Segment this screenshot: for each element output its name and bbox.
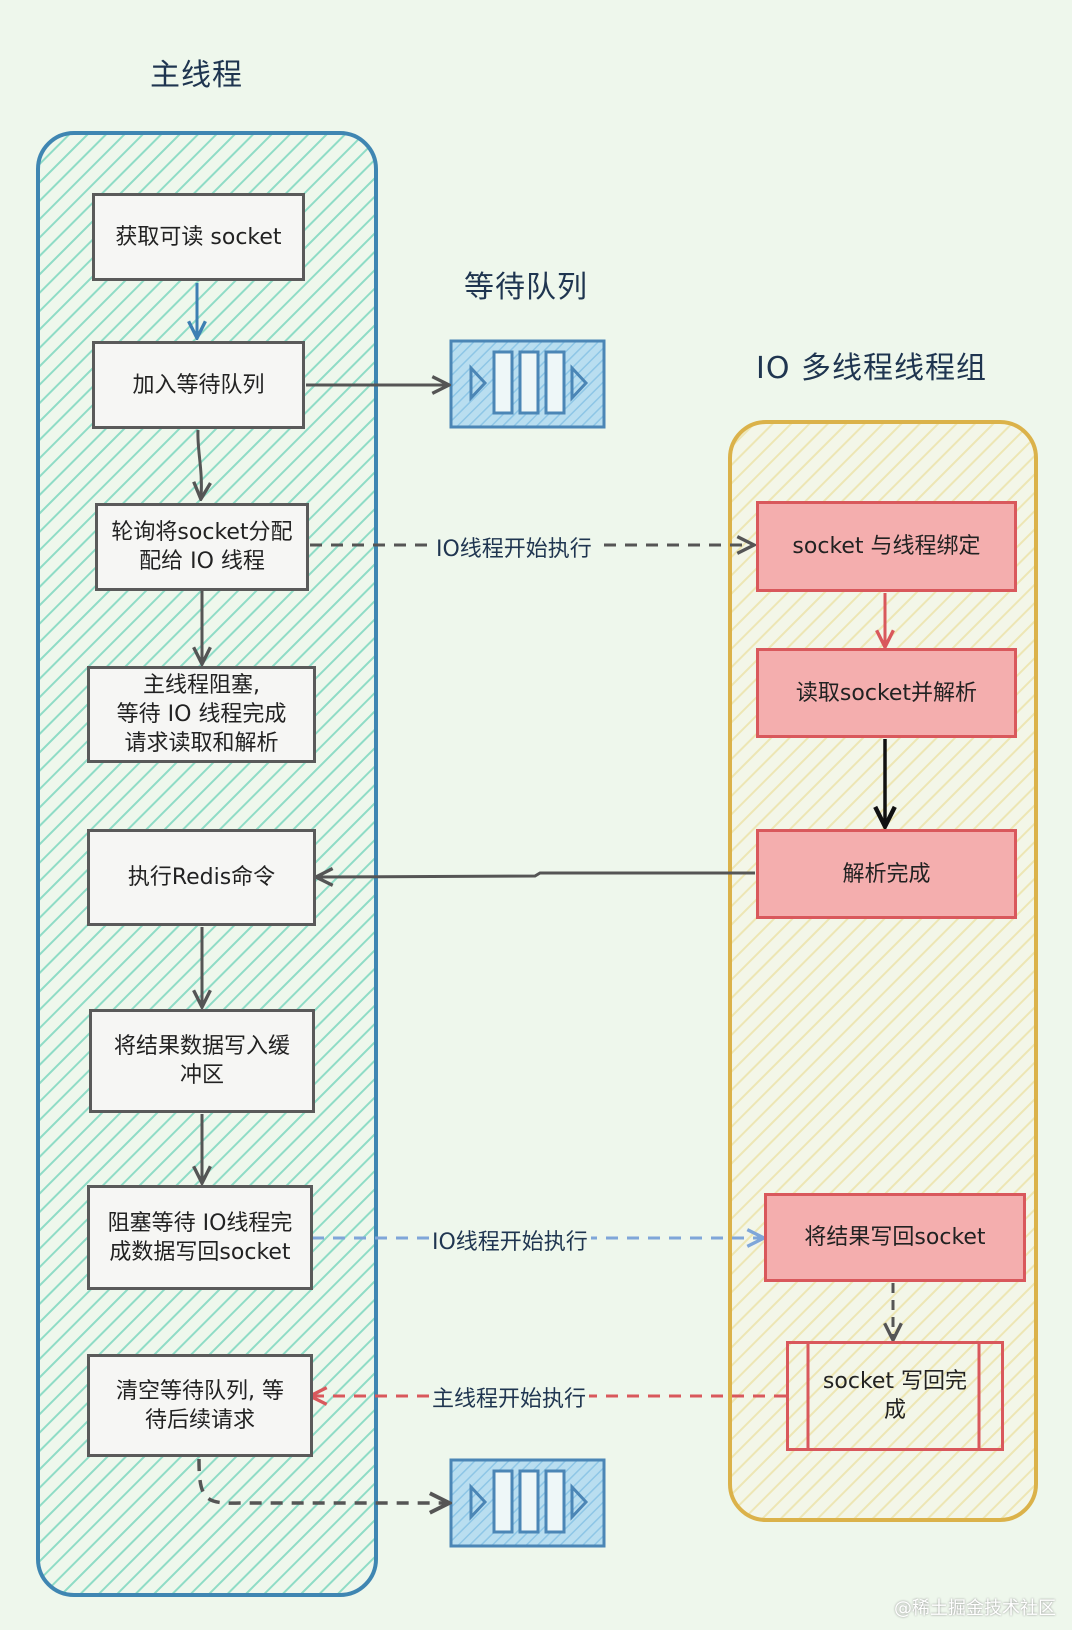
io-step-text: socket 写回完 [822, 1369, 968, 1394]
io-group-title: IO 多线程线程组 [756, 351, 987, 386]
main-step-text: 清空等待队列, 等 [116, 1378, 284, 1404]
main-step-text: 待后续请求 [144, 1407, 255, 1433]
io-step-read-parse: 读取socket并解析 [756, 648, 1017, 738]
arrow-clear-queue [197, 1458, 447, 1503]
io-step-write-back: 将结果写回socket [764, 1193, 1026, 1282]
main-step-text: 请求读取和解析 [124, 731, 279, 756]
main-step-text: 获取可读 socket [115, 224, 282, 250]
main-step-text: 冲区 [179, 1063, 224, 1088]
main-step-text: 执行Redis命令 [127, 865, 276, 890]
main-step-enqueue: 加入等待队列 [92, 341, 305, 429]
main-step-text: 加入等待队列 [132, 372, 265, 398]
io-step-text: socket 与线程绑定 [792, 534, 981, 559]
edge-label-io-start-write: IO线程开始执行 [429, 1230, 591, 1256]
edge-label-main-start: 主线程开始执行 [429, 1387, 590, 1413]
io-step-text: 解析完成 [842, 861, 931, 887]
main-step-clear-queue: 清空等待队列, 等 待后续请求 [87, 1354, 313, 1457]
io-step-write-done: socket 写回完 成 [786, 1341, 1004, 1451]
edge-label-io-start-read: IO线程开始执行 [433, 537, 595, 563]
main-step-write-buffer: 将结果数据写入缓 冲区 [89, 1009, 315, 1113]
io-step-bind-thread: socket 与线程绑定 [756, 501, 1017, 592]
wait-queue-title: 等待队列 [464, 270, 588, 305]
emptied-queue-icon [449, 1458, 606, 1548]
main-step-dispatch: 轮询将socket分配 配给 IO 线程 [95, 503, 309, 591]
io-step-text: 读取socket并解析 [795, 680, 978, 706]
io-step-parse-done: 解析完成 [756, 829, 1017, 919]
main-step-text: 主线程阻塞, [142, 673, 260, 698]
main-step-text: 成数据写回socket [109, 1239, 291, 1265]
main-step-block-wait-read: 主线程阻塞, 等待 IO 线程完成 请求读取和解析 [87, 666, 316, 763]
arrow-parse-done-to-main [318, 873, 755, 877]
main-step-text: 配给 IO 线程 [139, 549, 265, 574]
main-step-exec-redis: 执行Redis命令 [87, 829, 316, 926]
watermark: @稀土掘金技术社区 [894, 1598, 1056, 1619]
main-step-text: 将结果数据写入缓 [113, 1034, 290, 1059]
io-step-text: 成 [883, 1398, 906, 1423]
arrow-step2-to-step3 [198, 429, 202, 497]
io-step-text: 将结果写回socket [804, 1225, 986, 1250]
main-step-text: 轮询将socket分配 [111, 520, 293, 545]
main-step-get-socket: 获取可读 socket [92, 193, 305, 281]
main-step-block-wait-write: 阻塞等待 IO线程完 成数据写回socket [87, 1185, 313, 1290]
main-step-text: 阻塞等待 IO线程完 [107, 1210, 293, 1236]
wait-queue-icon [449, 339, 606, 429]
main-thread-title: 主线程 [150, 58, 243, 93]
main-step-text: 等待 IO 线程完成 [116, 702, 287, 727]
